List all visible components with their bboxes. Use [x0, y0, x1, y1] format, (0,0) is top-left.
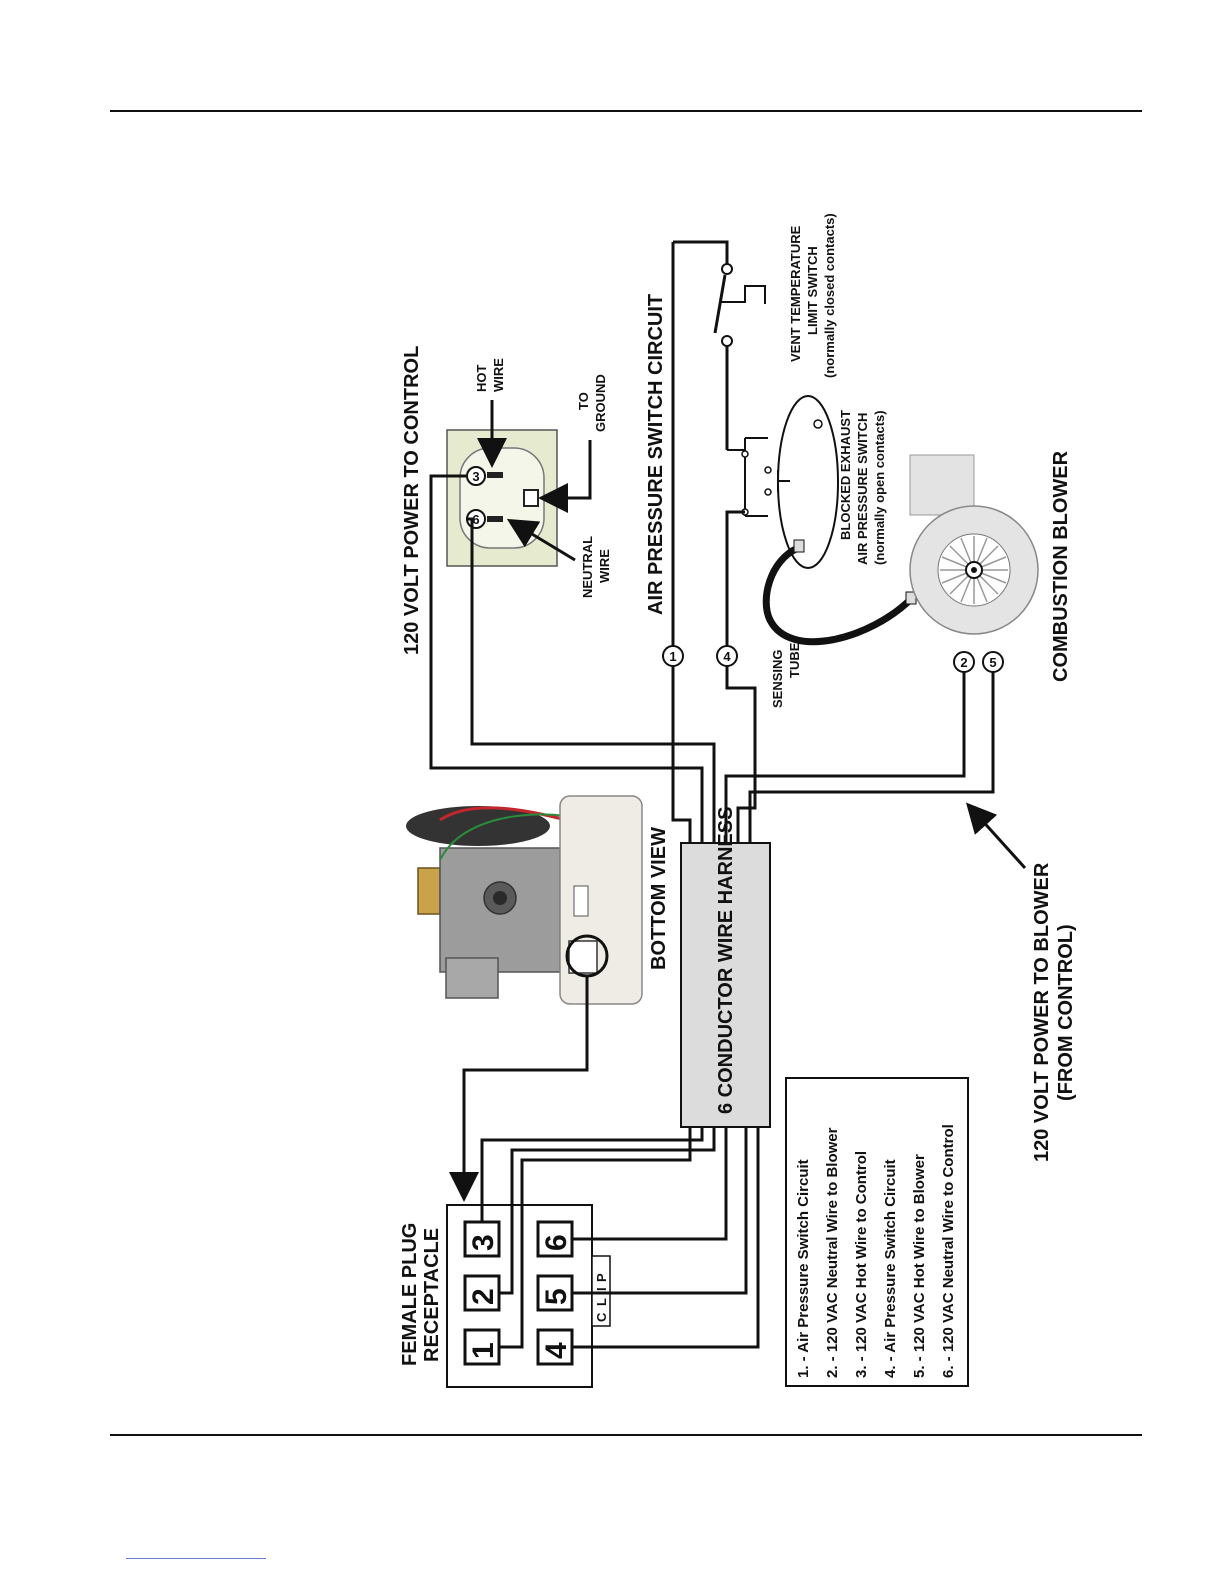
legend-item-1: 1. - Air Pressure Switch Circuit: [795, 1159, 812, 1378]
header-rule: [110, 110, 1142, 112]
neutral-wire-label-1: NEUTRAL: [580, 536, 595, 598]
wire-harness: [680, 842, 771, 1128]
harness-pin-2: 2: [960, 655, 967, 670]
sensing-tube-label-2: TUBE: [787, 642, 802, 678]
footer-link-line: [126, 1558, 266, 1559]
legend-item-3: 3. - 120 VAC Hot Wire to Control: [853, 1151, 870, 1378]
clip-letter-c: C: [594, 1312, 609, 1322]
combustion-blower-title: COMBUSTION BLOWER: [1050, 450, 1072, 682]
clip-letter-i: I: [594, 1287, 609, 1291]
control-power-title: 120 VOLT POWER TO CONTROL: [401, 346, 423, 655]
blocked-exhaust-label-2: AIR PRESSURE SWITCH: [855, 413, 870, 565]
vent-switch-label-3: (normally closed contacts): [822, 213, 837, 378]
plug-pin-2: 2: [467, 1288, 500, 1305]
clip-letter-p: P: [594, 1273, 609, 1282]
receptacle-pin-6: 6: [472, 512, 479, 527]
legend-item-6: 6. - 120 VAC Neutral Wire to Control: [940, 1124, 957, 1378]
legend-box: [785, 1077, 969, 1387]
vent-switch-label-1: VENT TEMPERATURE: [788, 225, 803, 362]
pin-boxes: [463, 1220, 574, 1366]
hot-wire-label-1: HOT: [474, 365, 489, 393]
plug-arrow: [449, 976, 589, 1202]
hot-wire-label-2: WIRE: [491, 358, 506, 392]
harness-pin-4: 4: [723, 649, 731, 664]
plug-pin-6: 6: [540, 1234, 573, 1251]
plug-pin-4: 4: [540, 1342, 573, 1359]
lower-wiring: [480, 1127, 760, 1349]
blocked-exhaust-label-1: BLOCKED EXHAUST: [838, 410, 853, 540]
blower-power-label-1: 120 VOLT POWER TO BLOWER: [1031, 862, 1053, 1162]
neutral-wire-label-2: WIRE: [597, 549, 612, 583]
air-pressure-circuit-title: AIR PRESSURE SWITCH CIRCUIT: [645, 294, 667, 615]
combustion-blower: [909, 454, 1039, 635]
gas-valve-control: [406, 795, 643, 1005]
sensing-tube: [762, 544, 915, 646]
blower-power-label-2: (FROM CONTROL): [1055, 924, 1077, 1101]
legend-item-5: 5. - 120 VAC Hot Wire to Blower: [911, 1154, 928, 1378]
plug-pin-1: 1: [467, 1342, 500, 1359]
plug-pin-3: 3: [467, 1234, 500, 1251]
footer-rule: [110, 1434, 1142, 1436]
female-plug-label-2: RECEPTACLE: [421, 1228, 443, 1362]
harness-pin-1: 1: [669, 649, 676, 664]
female-plug-receptacle: [446, 1204, 611, 1388]
to-ground-label-2: GROUND: [593, 374, 608, 432]
plug-pin-5: 5: [540, 1288, 573, 1305]
air-pressure-switch: [725, 395, 839, 648]
receptacle-pin-3: 3: [472, 469, 479, 484]
upper-wiring: [429, 242, 995, 843]
blocked-exhaust-label-3: (normally open contacts): [872, 410, 887, 565]
female-plug-label-1: FEMALE PLUG: [399, 1223, 421, 1366]
clip-letter-l: L: [594, 1298, 609, 1306]
to-ground-label-1: TO: [576, 392, 591, 410]
sensing-tube-label-1: SENSING: [770, 649, 785, 708]
harness-label: 6 CONDUCTOR WIRE HARNESS: [715, 807, 737, 1114]
bottom-view-label: BOTTOM VIEW: [648, 827, 670, 970]
legend-item-4: 4. - Air Pressure Switch Circuit: [882, 1159, 899, 1378]
harness-pin-5: 5: [989, 655, 996, 670]
blower-power-arrow: [965, 802, 1027, 870]
vent-temperature-switch: [673, 240, 766, 450]
vent-switch-label-2: LIMIT SWITCH: [805, 246, 820, 335]
legend-item-2: 2. - 120 VAC Neutral Wire to Blower: [824, 1127, 841, 1378]
wall-receptacle: 3 6: [446, 429, 558, 567]
